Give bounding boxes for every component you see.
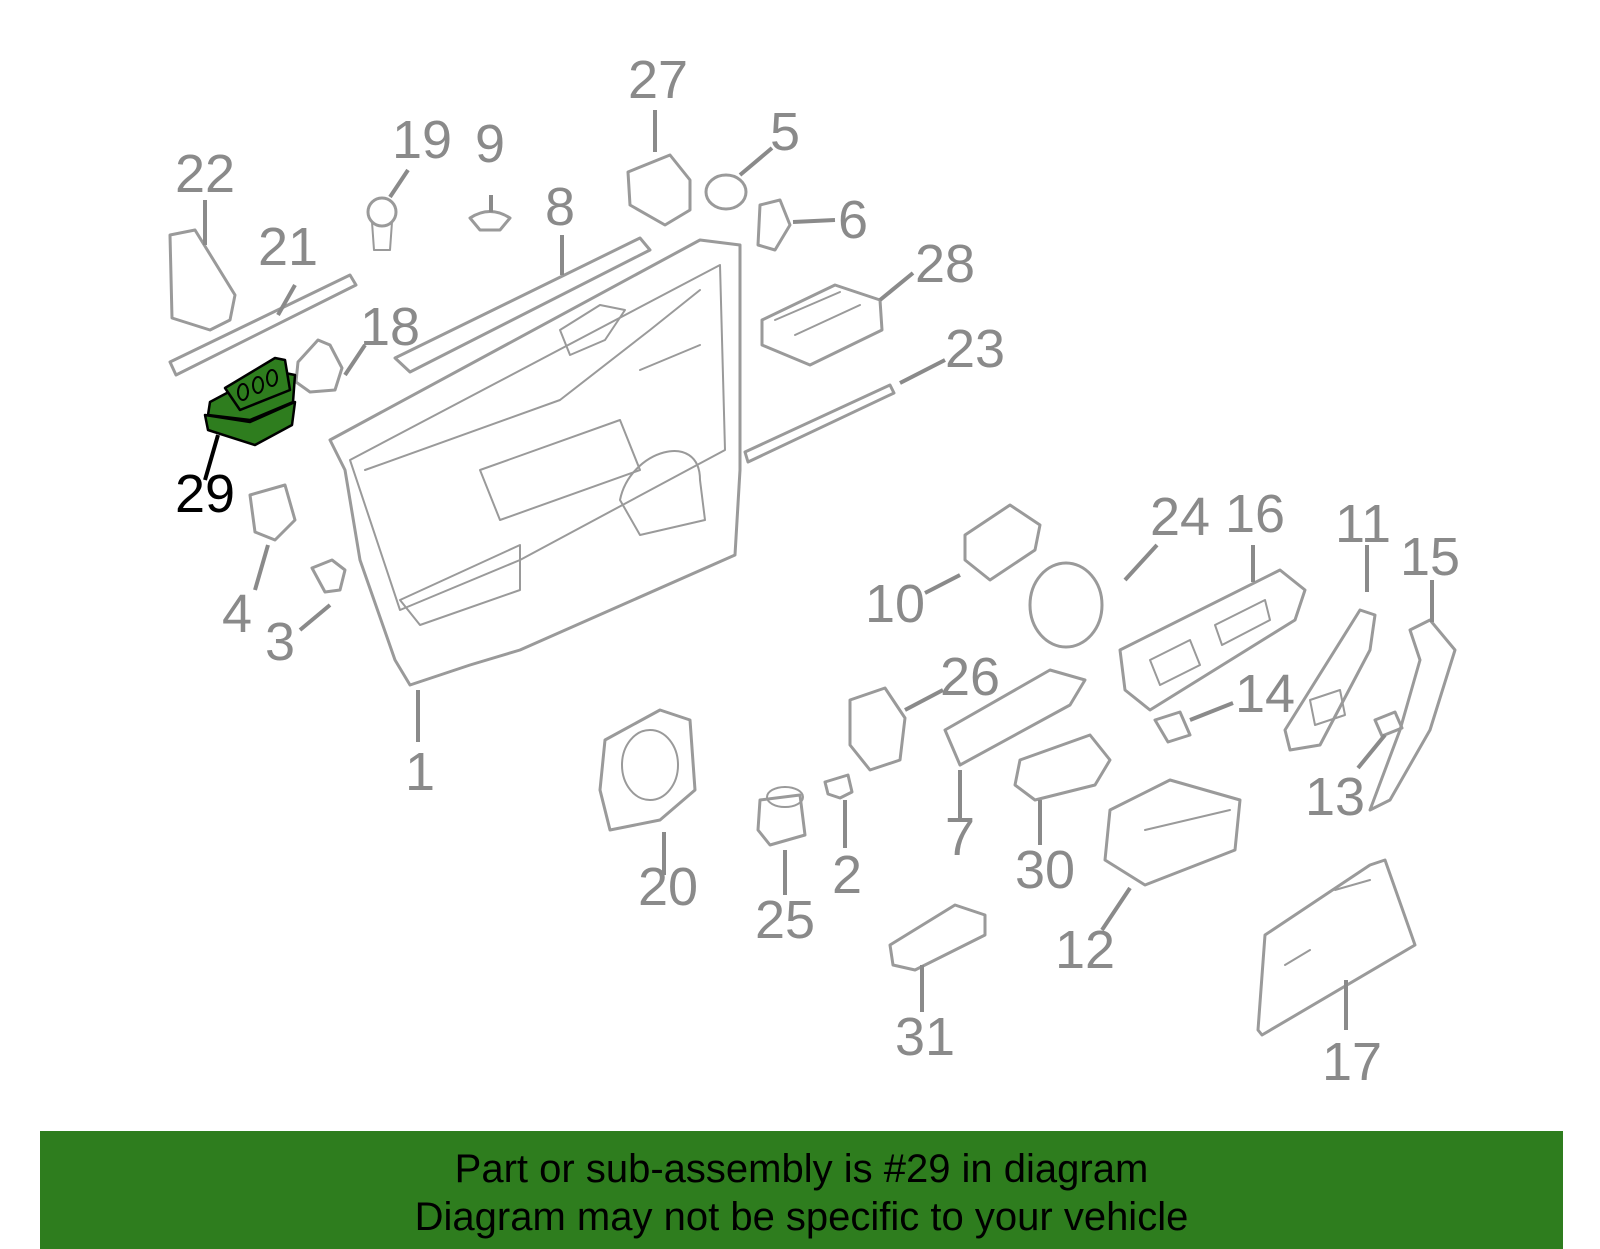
callout-31: 31 [895, 1007, 955, 1067]
part-30-handle-housing [1013, 733, 1112, 802]
part-4-bracket [248, 483, 297, 542]
part-12-storage-bin [1103, 778, 1242, 887]
callout-14: 14 [1235, 664, 1295, 724]
part-7-armrest-pad [943, 668, 1087, 767]
part-19-clip [366, 196, 398, 251]
callout-15: 15 [1400, 527, 1460, 587]
part-11-handle-trim [1283, 608, 1377, 752]
part-31-pull-cup [888, 903, 987, 972]
callout-22: 22 [175, 144, 235, 204]
callout-7: 7 [945, 807, 975, 867]
callout-10: 10 [865, 574, 925, 634]
part-5-ring [704, 173, 748, 211]
part-28-master-switch [760, 283, 884, 367]
part-14-clip [1153, 710, 1192, 744]
part-23-strip [743, 383, 896, 464]
callout-28: 28 [915, 234, 975, 294]
callout-6: 6 [838, 190, 868, 250]
part-20-speaker-bracket [598, 708, 697, 832]
callout-17: 17 [1322, 1032, 1382, 1092]
callout-20: 20 [638, 857, 698, 917]
part-10-bracket [963, 503, 1042, 582]
callout-19: 19 [392, 110, 452, 170]
part-2-screw [823, 773, 854, 800]
part-27-switch [626, 153, 692, 227]
callout-21: 21 [258, 217, 318, 277]
part-18-bracket [294, 338, 344, 394]
banner-line-1: Part or sub-assembly is #29 in diagram [454, 1147, 1149, 1191]
callout-25: 25 [755, 890, 815, 950]
part-17-map-pocket [1256, 858, 1417, 1037]
callout-24: 24 [1150, 487, 1210, 547]
callout-12: 12 [1055, 920, 1115, 980]
part-6-clip [756, 198, 792, 252]
part-25-knob [756, 786, 807, 847]
banner-line-2: Diagram may not be specific to your vehi… [414, 1195, 1189, 1239]
callout-18: 18 [360, 297, 420, 357]
part-16-armrest [1118, 568, 1307, 712]
part-13-clip [1373, 710, 1404, 738]
leader-lines [203, 110, 1434, 1030]
part-26-switch [848, 686, 907, 772]
info-banner: Part or sub-assembly is #29 in diagram D… [40, 1131, 1563, 1249]
callout-27: 27 [628, 50, 688, 110]
callout-26: 26 [940, 647, 1000, 707]
part-15-pull-handle [1368, 618, 1457, 812]
callout-labels: 1 2 3 4 5 6 7 8 9 10 11 12 13 14 15 16 1… [175, 50, 1460, 1092]
callout-23: 23 [945, 319, 1005, 379]
part-9-clip [468, 210, 512, 232]
callout-2: 2 [832, 845, 862, 905]
callout-30: 30 [1015, 840, 1075, 900]
part-3-plug [310, 558, 347, 594]
callout-13: 13 [1305, 767, 1365, 827]
callout-4: 4 [222, 584, 252, 644]
part-29-window-switch-highlighted [203, 356, 297, 447]
callout-16: 16 [1225, 484, 1285, 544]
callout-3: 3 [265, 612, 295, 672]
callout-11: 11 [1335, 494, 1391, 554]
part-24-ring [1028, 561, 1104, 649]
callout-8: 8 [545, 177, 575, 237]
part-1-door-trim-panel [328, 238, 742, 687]
part-21-weatherstrip [168, 273, 358, 377]
callout-9: 9 [475, 114, 505, 174]
callout-1: 1 [405, 742, 435, 802]
part-22-corner-trim [168, 228, 237, 332]
callout-5: 5 [770, 102, 800, 162]
callout-29: 29 [175, 464, 235, 524]
part-8-upper-trim [393, 236, 652, 374]
